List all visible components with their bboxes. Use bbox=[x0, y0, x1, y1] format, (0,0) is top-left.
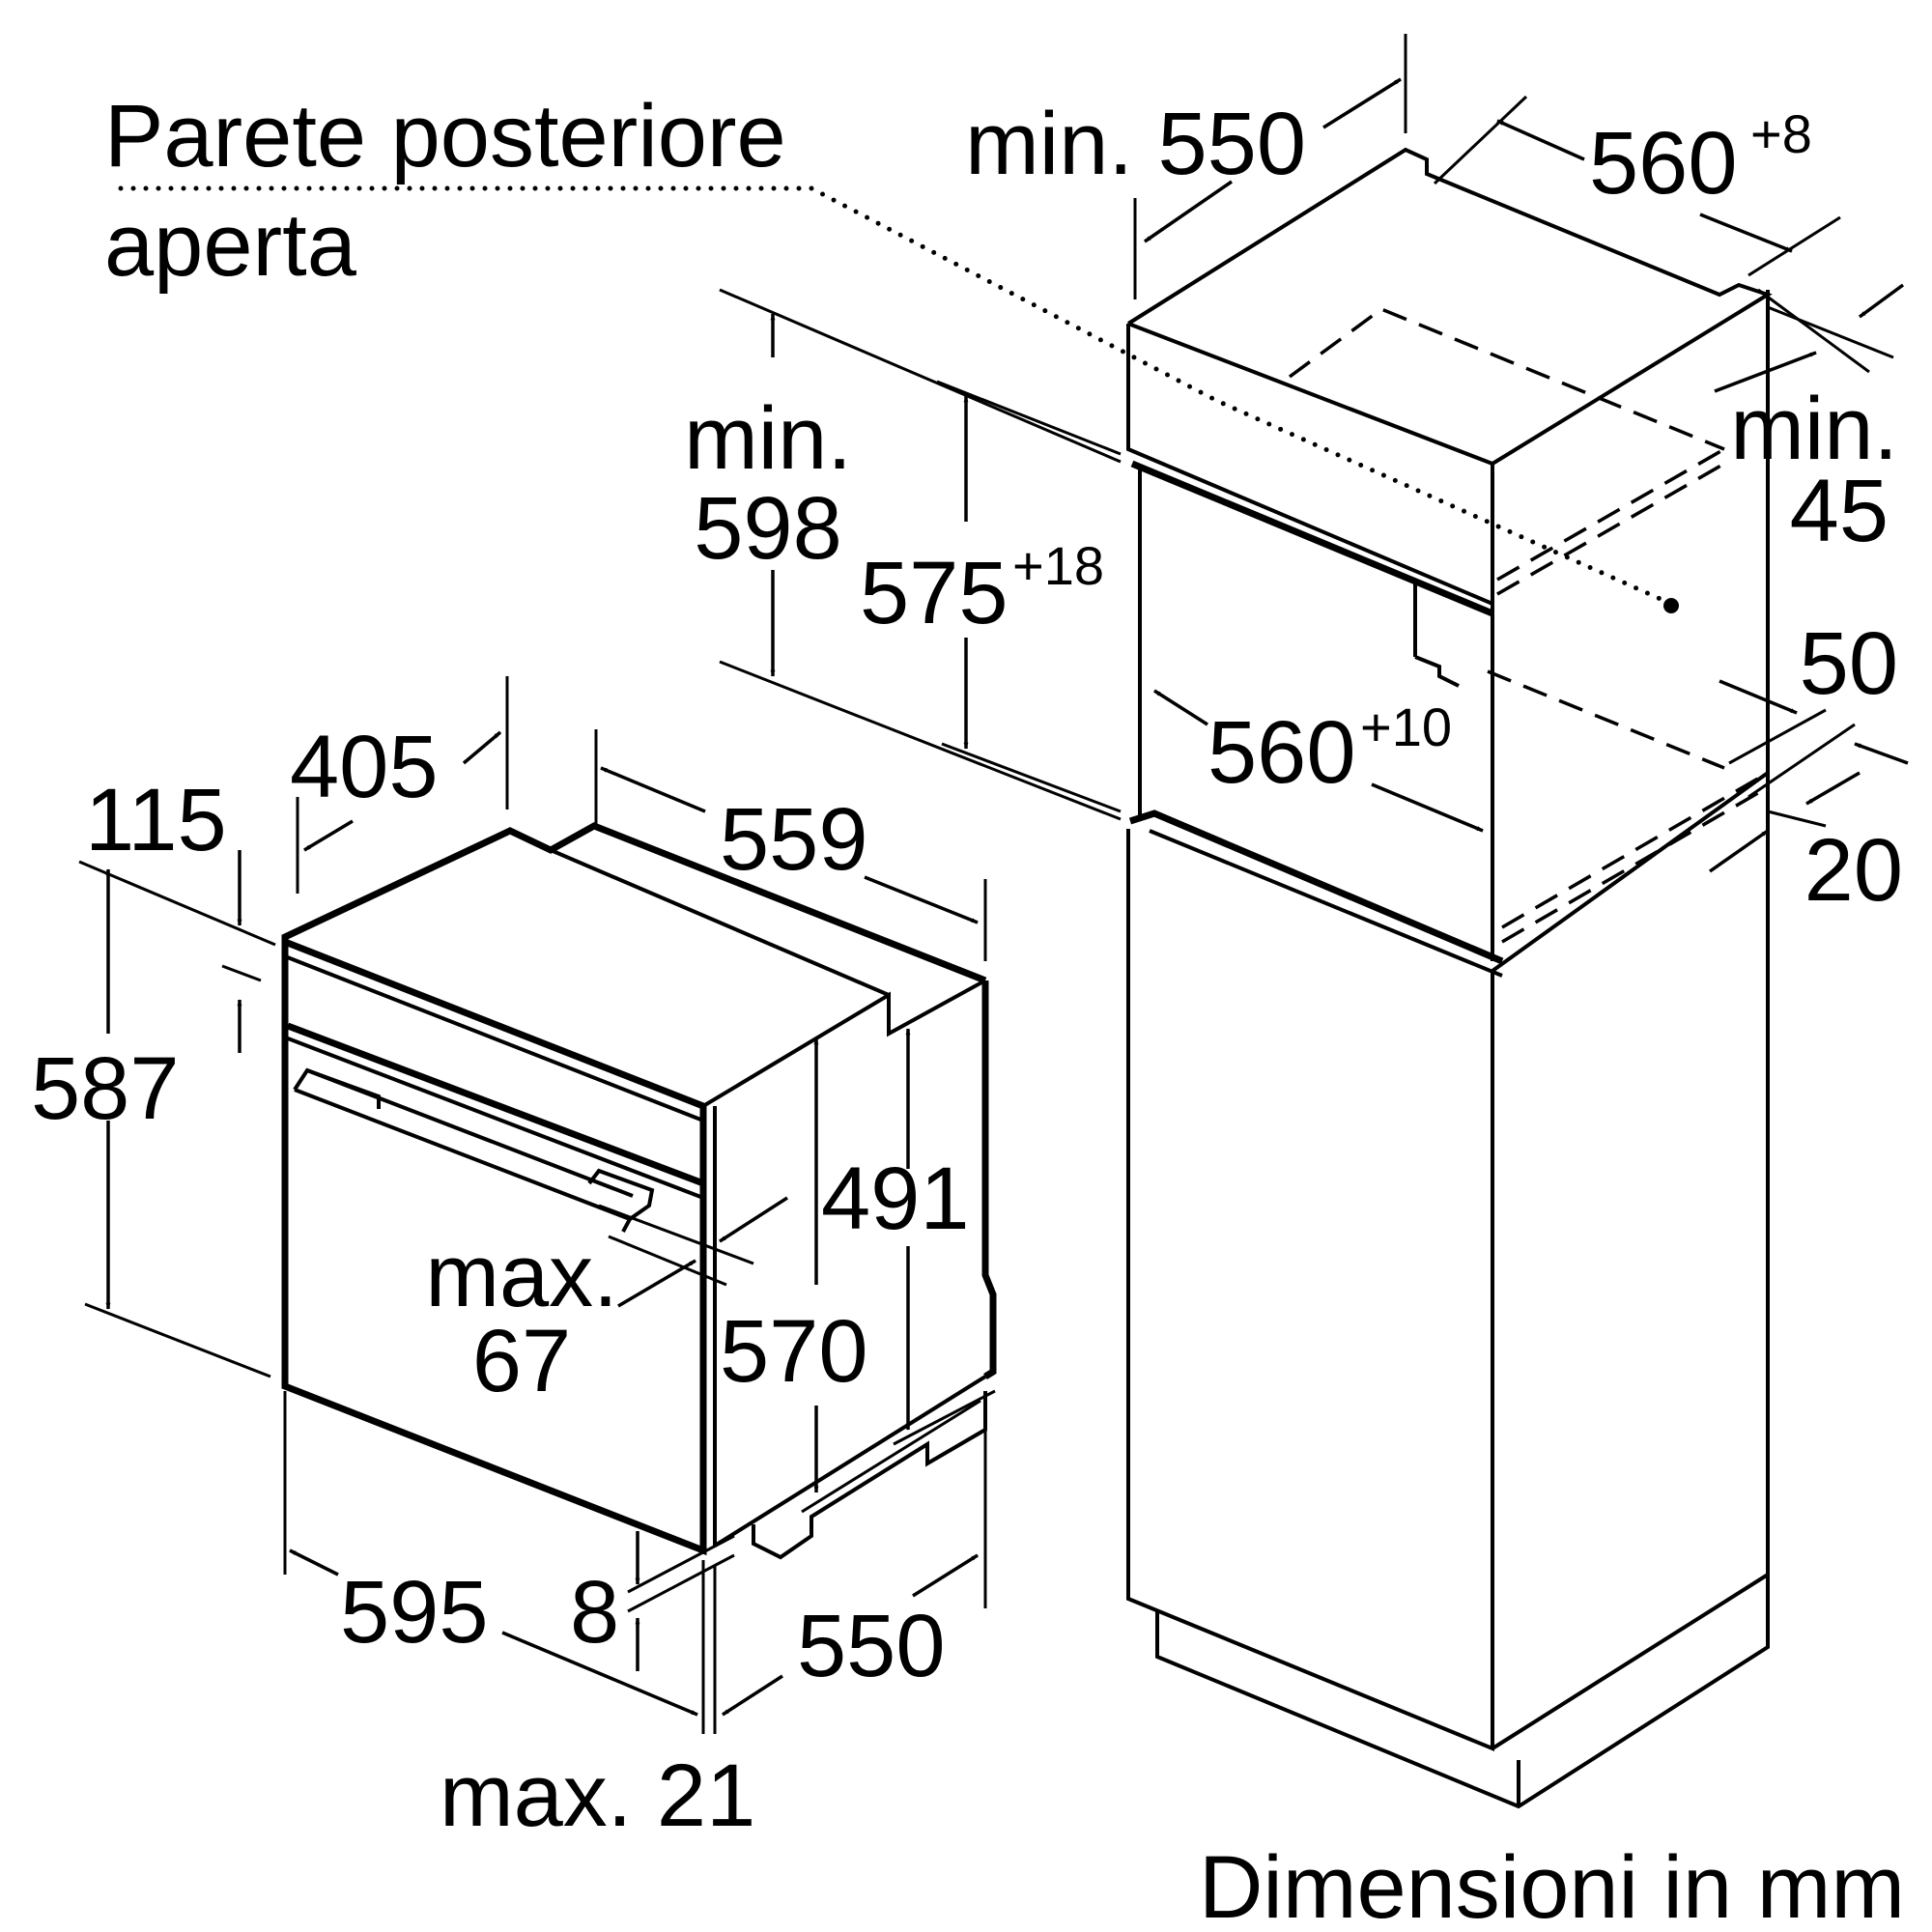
oven-front-outline bbox=[281, 938, 707, 1556]
niche-back-shelf bbox=[1414, 655, 1460, 688]
dim-niche-depth-min: min. 550 bbox=[965, 95, 1306, 193]
cabinet-bottom-right bbox=[1491, 1573, 1770, 1750]
dim-oven-handle-max: max. 21 bbox=[440, 1747, 755, 1845]
dim-vent-min-value: 45 bbox=[1790, 462, 1889, 560]
dim-vent-depth: 50 bbox=[1800, 614, 1898, 713]
dim-oven-front-height: 570 bbox=[720, 1302, 868, 1401]
niche-floor-lip bbox=[1149, 829, 1503, 978]
dim-niche-width: 560 bbox=[1208, 703, 1356, 802]
dim-oven-panel-depth: 405 bbox=[290, 718, 439, 816]
oven-right-side bbox=[981, 980, 997, 1379]
dim-niche-top-width: 560 bbox=[1589, 114, 1738, 213]
dim-oven-depth: 550 bbox=[797, 1597, 946, 1695]
rear-wall-leader-dot bbox=[1663, 598, 1679, 613]
dim-niche-height-min-value: 598 bbox=[694, 479, 842, 578]
oven-top-surface bbox=[701, 979, 986, 1108]
oven-top-back-edge bbox=[550, 848, 890, 997]
dim-oven-bottom-step: 8 bbox=[570, 1563, 619, 1662]
dim-vent-gap: 20 bbox=[1804, 821, 1903, 920]
cabinet-hidden-lines bbox=[1288, 307, 1769, 944]
dim-niche-height-min-label: min. bbox=[684, 389, 852, 488]
dim-niche-width-tol: +10 bbox=[1360, 696, 1452, 757]
label-rear-wall: Parete posteriore bbox=[104, 87, 786, 185]
cabinet-shelf-edge bbox=[1130, 460, 1494, 617]
oven-door-top-edge bbox=[286, 1022, 705, 1187]
cabinet-plinth bbox=[1155, 1575, 1770, 1809]
oven-fascia-edge bbox=[284, 954, 704, 1122]
text-labels: Parete posteriore aperta Dimensioni in m… bbox=[31, 87, 1905, 1932]
oven-drawing bbox=[281, 822, 997, 1560]
dim-niche-top-width-tol: +8 bbox=[1750, 103, 1812, 164]
dim-oven-top-offset: 115 bbox=[85, 771, 227, 869]
niche-floor-front bbox=[1128, 810, 1504, 965]
dim-oven-door-max-value: 67 bbox=[472, 1312, 571, 1410]
dim-oven-height-total: 587 bbox=[31, 1039, 180, 1138]
cabinet-drawing bbox=[118, 147, 1773, 1809]
dim-oven-width-top: 559 bbox=[720, 790, 868, 889]
dim-oven-inner-height: 491 bbox=[821, 1150, 970, 1248]
label-rear-wall-open: aperta bbox=[104, 196, 357, 295]
dimension-lines bbox=[78, 34, 1909, 1734]
oven-feet bbox=[752, 1391, 987, 1560]
cabinet-top-upper bbox=[1126, 147, 1773, 467]
label-units-note: Dimensioni in mm bbox=[1199, 1838, 1905, 1932]
oven-door-top-inner bbox=[287, 1037, 704, 1200]
cabinet-lower-top-right bbox=[1491, 771, 1770, 973]
cabinet-top-front bbox=[1126, 324, 1494, 608]
dim-niche-height-tol: +18 bbox=[1012, 535, 1104, 596]
dim-oven-width-front: 595 bbox=[340, 1563, 489, 1662]
oven-handle bbox=[293, 1067, 655, 1233]
dim-oven-door-max-label: max. bbox=[425, 1227, 617, 1325]
cabinet-lower-front bbox=[1126, 829, 1494, 1751]
oven-bottom-side bbox=[713, 1375, 987, 1548]
dim-niche-height: 575 bbox=[860, 544, 1009, 642]
oven-fascia-top bbox=[281, 822, 987, 984]
dim-vent-min-label: min. bbox=[1730, 380, 1898, 478]
